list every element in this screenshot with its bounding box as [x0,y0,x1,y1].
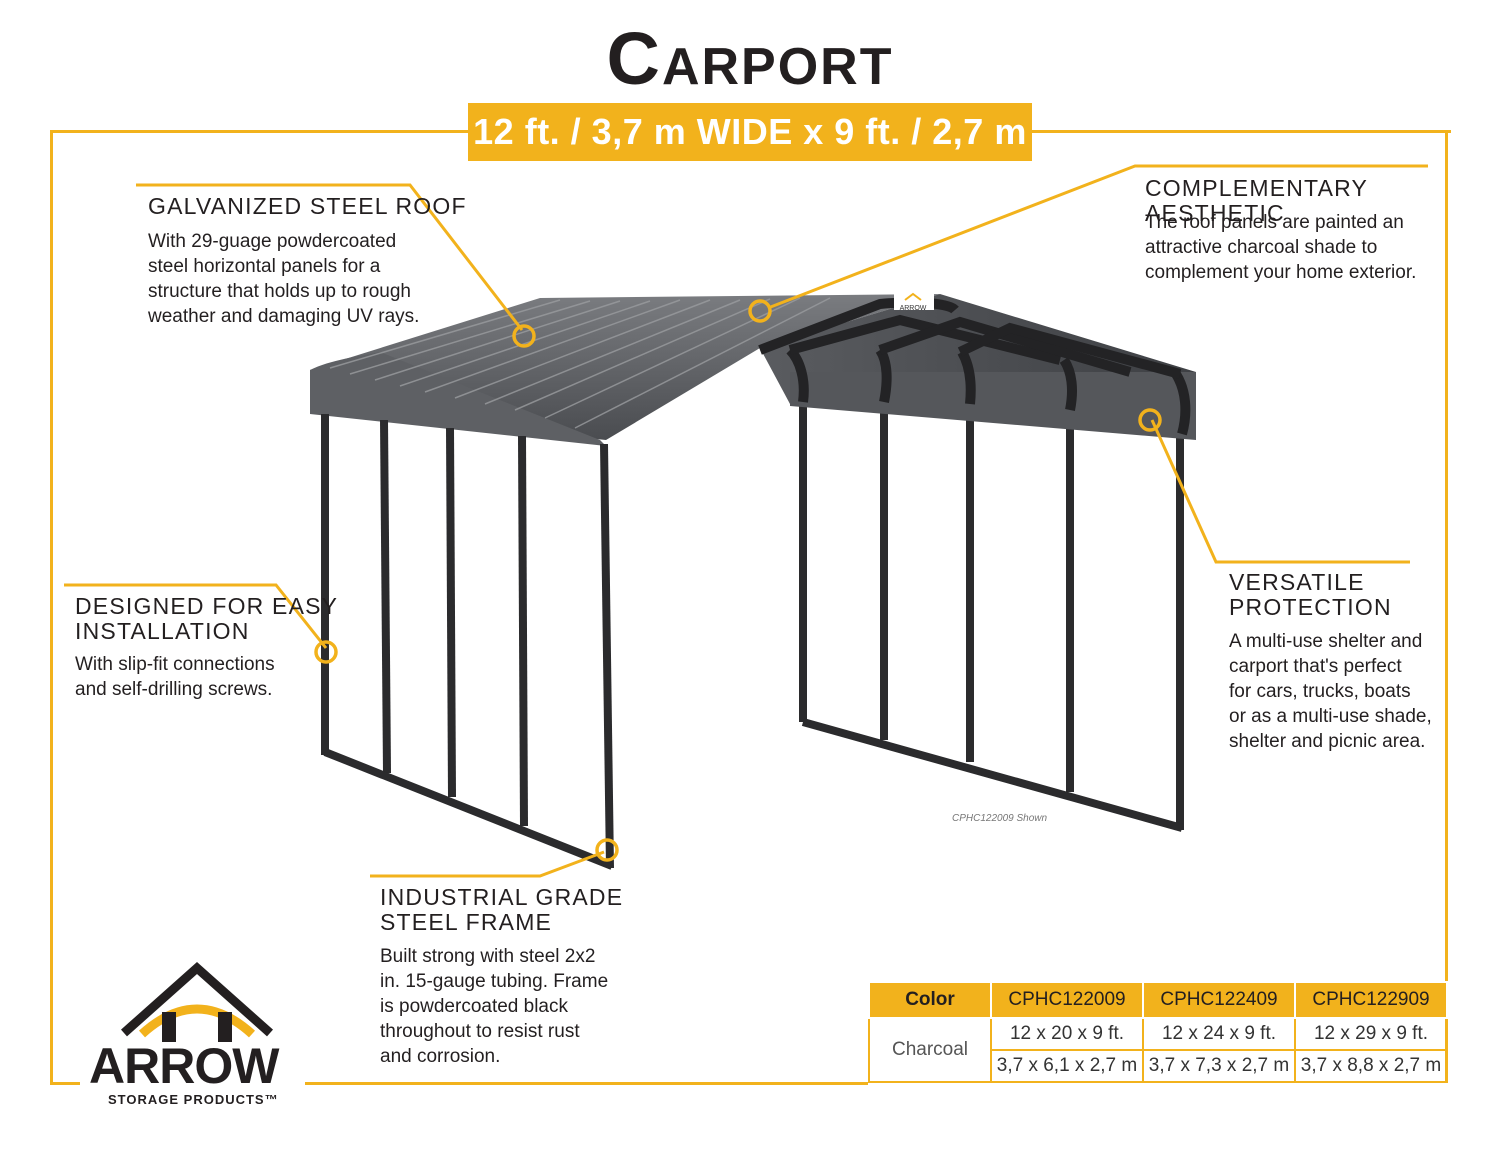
callout-aesthetic-desc: The roof panels are painted an attractiv… [1145,210,1416,285]
callout-roof-line: With 29-guage powdercoated [148,231,397,252]
callout-protection-line: shelter and picnic area. [1229,731,1426,752]
leader-install [64,583,328,649]
callout-aesthetic-line: The roof panels are painted an [1145,212,1404,233]
right-wall-frame [799,400,1184,832]
spec-header-color: Color [868,981,992,1019]
callout-frame-line: in. 15-gauge tubing. Frame [380,971,609,992]
leader-lines [64,164,1428,878]
callout-roof-line: structure that holds up to rough [148,281,411,302]
spec-cell: 12 x 20 x 9 ft. [990,1017,1144,1051]
callout-frame-heading: INDUSTRIAL GRADE STEEL FRAME [380,885,623,935]
leader-protection [1150,419,1410,564]
callout-install-desc: With slip-fit connections and self-drill… [75,652,275,702]
callout-protection-heading-line: VERSATILE [1229,569,1365,595]
dimension-banner: 12 ft. / 3,7 m WIDE x 9 ft. / 2,7 m HIGH [468,103,1032,210]
callout-frame-line: throughout to resist rust [380,1021,580,1042]
callout-install-line: With slip-fit connections [75,654,275,675]
page-title: Carport [606,17,894,100]
arrow-logo-sub: STORAGE PRODUCTS™ [108,1092,279,1107]
spec-cell-color: Charcoal [868,1017,992,1083]
callout-install-heading-line: INSTALLATION [75,618,250,644]
callout-protection-desc: A multi-use shelter and carport that's p… [1229,629,1432,754]
spec-row-imperial: Charcoal 12 x 20 x 9 ft. 12 x 24 x 9 ft.… [868,1017,1448,1083]
spec-cell: 12 x 29 x 9 ft. [1294,1017,1448,1051]
roof-bows [758,297,1191,436]
leader-roof [136,183,524,331]
left-wall-frame [321,414,614,870]
spec-table: Color CPHC122009 CPHC122409 CPHC122909 C… [868,981,1448,1083]
arrow-logo-name: ARROW [89,1038,279,1094]
callout-protection-line: or as a multi-use shade, [1229,706,1432,727]
callout-protection-heading-line: PROTECTION [1229,594,1392,620]
callout-roof-desc: With 29-guage powdercoated steel horizon… [148,229,419,329]
frame-top-right [1030,130,1451,133]
spec-cell: 3,7 x 7,3 x 2,7 m [1142,1049,1296,1083]
callout-frame-line: is powdercoated black [380,996,568,1017]
callout-roof-line: steel horizontal panels for a [148,256,381,277]
callout-protection-line: A multi-use shelter and [1229,631,1423,652]
roof-badge-text: ARROW [900,305,927,312]
leader-frame [370,850,605,878]
callout-roof-heading: GALVANIZED STEEL ROOF [148,193,467,219]
callout-dot-roof [512,324,536,348]
roof-badge-icon [904,292,922,301]
spec-header-model: CPHC122909 [1294,981,1448,1019]
roof-corrugation [329,297,831,429]
callout-install-heading-line: DESIGNED FOR EASY [75,593,339,619]
outline-frame [50,130,1448,1082]
frame-top-left [50,130,470,133]
spec-cell: 12 x 24 x 9 ft. [1142,1017,1296,1051]
callout-aesthetic-heading: COMPLEMENTARY AESTHETIC [1145,175,1368,226]
callout-aesthetic-line: attractive charcoal shade to [1145,237,1378,258]
callout-aesthetic-line: complement your home exterior. [1145,262,1417,283]
callout-dot-aesthetic [748,299,772,323]
callout-frame-heading-line: INDUSTRIAL GRADE [380,884,624,910]
roof-front-edge [310,352,606,446]
callout-protection-heading: VERSATILE PROTECTION [1229,570,1392,620]
spec-cell: 3,7 x 6,1 x 2,7 m [990,1049,1144,1083]
callout-dot-protection [1138,408,1162,432]
callout-install-line: and self-drilling screws. [75,679,273,700]
callout-frame-desc: Built strong with steel 2x2 in. 15-gauge… [380,944,608,1069]
callout-frame-line: and corrosion. [380,1046,501,1067]
model-caption: CPHC122009 Shown [952,813,1048,824]
callout-frame-heading-line: STEEL FRAME [380,909,553,935]
callout-dot-frame [595,838,619,862]
spec-row-metric: 3,7 x 6,1 x 2,7 m 3,7 x 7,3 x 2,7 m 3,7 … [869,1049,1448,1083]
arrow-logo-mark [121,961,273,1042]
leader-aesthetic [767,164,1428,310]
callout-roof-line: weather and damaging UV rays. [148,306,420,327]
spec-header-model: CPHC122009 [990,981,1144,1019]
frame-bottom-middle [305,1082,868,1085]
callout-protection-line: carport that's perfect [1229,656,1402,677]
spec-cell: 3,7 x 8,8 x 2,7 m [1294,1049,1448,1083]
callout-frame-line: Built strong with steel 2x2 [380,946,596,967]
callout-dot-install [314,640,338,664]
callout-protection-line: for cars, trucks, boats [1229,681,1411,702]
callout-dots [314,299,1162,862]
callout-install-heading: DESIGNED FOR EASY INSTALLATION [75,594,338,644]
spec-table-header-row: Color CPHC122009 CPHC122409 CPHC122909 [868,981,1448,1019]
roof-badge-bg [894,294,934,310]
spec-header-model: CPHC122409 [1142,981,1296,1019]
frame-bottom-left [50,1082,80,1085]
